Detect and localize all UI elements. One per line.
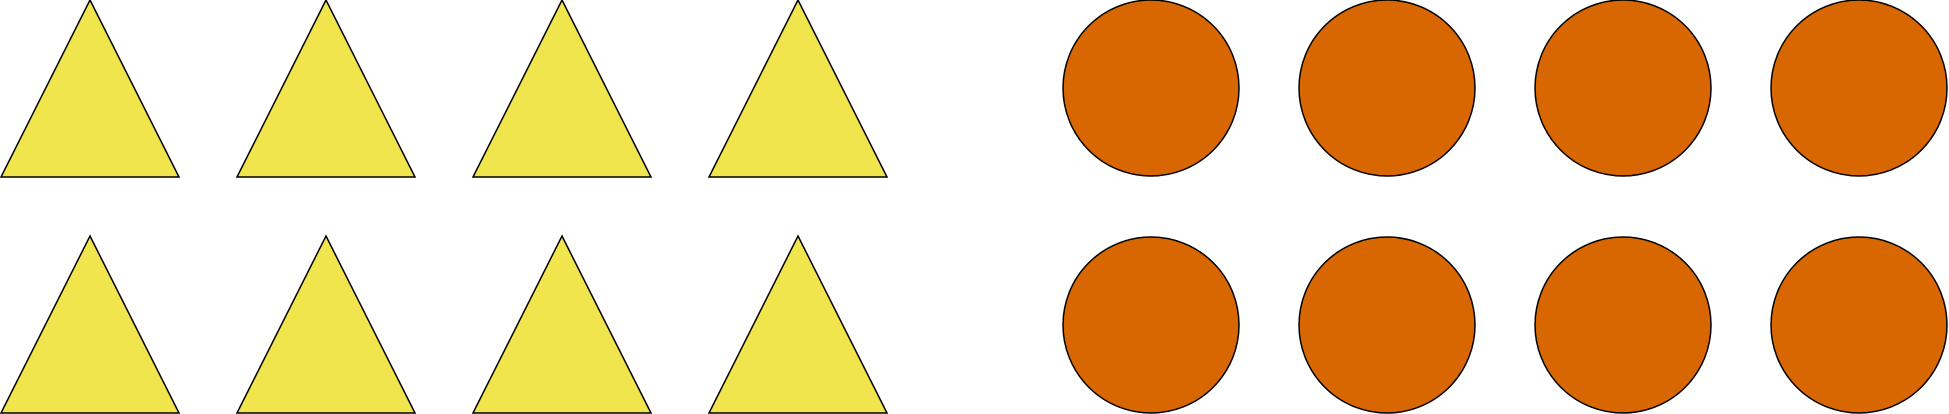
triangle-shape bbox=[235, 234, 417, 414]
triangle-shape bbox=[235, 0, 417, 178]
triangle-shape bbox=[0, 234, 181, 414]
triangle-shape bbox=[471, 0, 653, 178]
circle-shape bbox=[1534, 236, 1712, 414]
circle-shape bbox=[1770, 0, 1948, 177]
triangle-shape bbox=[707, 234, 889, 414]
circle-shape bbox=[1298, 236, 1476, 414]
circle-shape bbox=[1062, 0, 1240, 177]
circle-shape bbox=[1534, 0, 1712, 177]
triangle-group bbox=[0, 0, 889, 414]
triangle-shape bbox=[471, 234, 653, 414]
circle-group bbox=[1062, 0, 1948, 414]
triangle-shape bbox=[707, 0, 889, 178]
circle-shape bbox=[1298, 0, 1476, 177]
circle-shape bbox=[1770, 236, 1948, 414]
triangle-shape bbox=[0, 0, 181, 178]
circle-shape bbox=[1062, 236, 1240, 414]
